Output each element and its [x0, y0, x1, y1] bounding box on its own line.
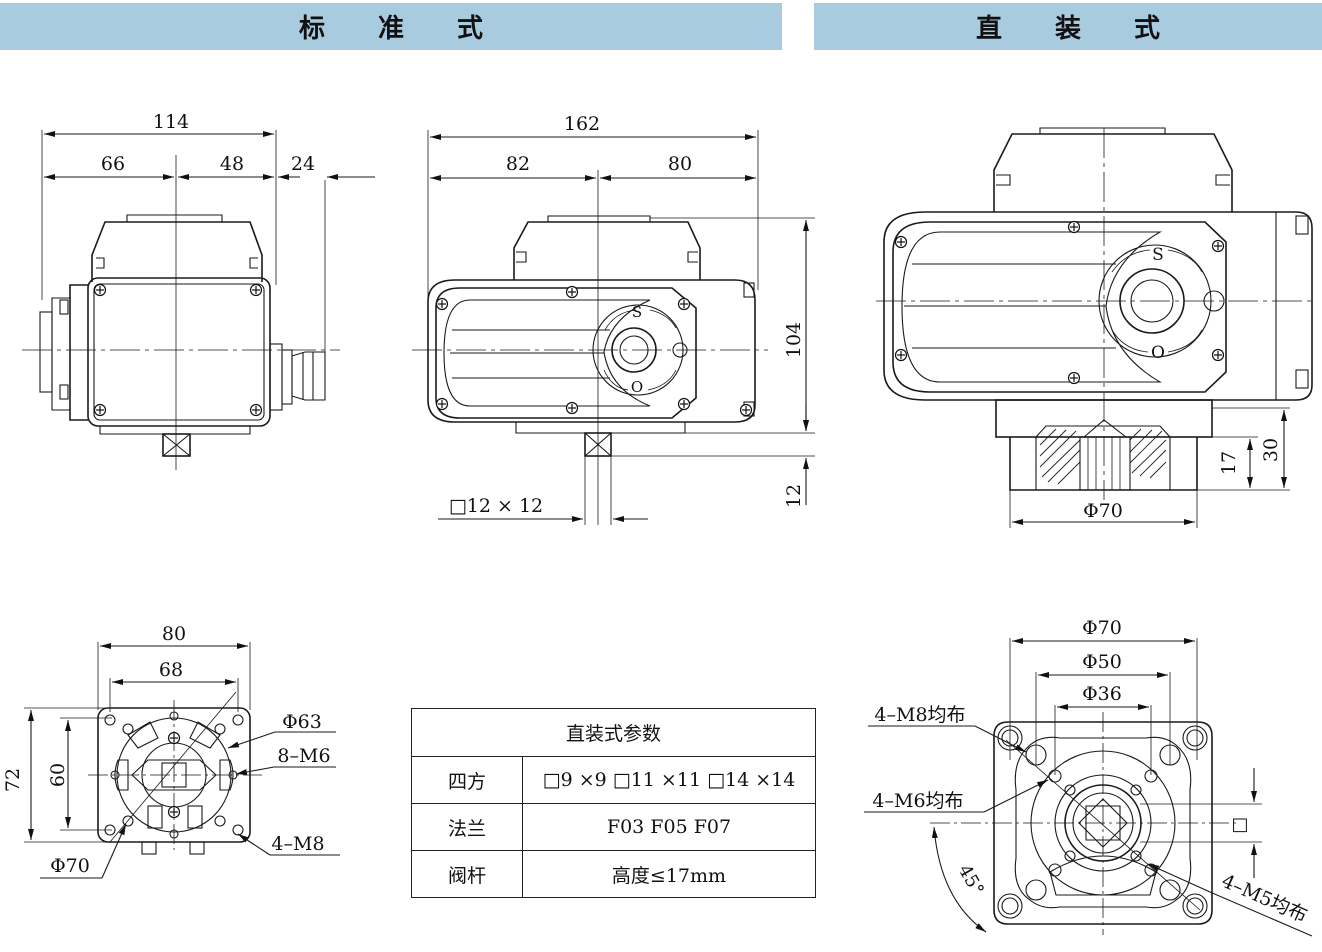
table-row: 法兰 F03 F05 F07 [411, 803, 816, 851]
table-key: 阀杆 [411, 850, 523, 898]
label-4-m8: 4–M8 [271, 833, 324, 855]
table-value: 高度≤17mm [522, 850, 816, 898]
label-8-m6: 8–M6 [277, 745, 330, 767]
dim-shaft-square: □12 × 12 [449, 495, 543, 517]
table-title: 直装式参数 [411, 708, 816, 757]
view-direct-side: S O [876, 127, 1316, 528]
dial-o-mark: O [631, 378, 643, 396]
view-direct-flange: Φ70 Φ50 Φ36 [864, 617, 1313, 937]
dial-s-mark-2: S [1152, 245, 1164, 265]
table-row: 四方 □9 ×9 □11 ×11 □14 ×14 [411, 756, 816, 804]
dim-30: 30 [1260, 438, 1282, 462]
dim-104: 104 [783, 322, 805, 358]
param-table: 直装式参数 四方 □9 ×9 □11 ×11 □14 ×14 法兰 F03 F0… [411, 708, 816, 898]
dim-b60: 60 [47, 763, 69, 787]
dim-48: 48 [220, 153, 244, 175]
dim-82: 82 [506, 153, 530, 175]
dim-b80: 80 [162, 623, 186, 645]
header-direct: 直 装 式 [814, 3, 1322, 50]
dim-f50: Φ50 [1082, 651, 1122, 673]
label-angle-45: 45° [954, 861, 988, 899]
label-phi63: Φ63 [282, 711, 322, 733]
dim-66: 66 [101, 153, 125, 175]
dim-162: 162 [564, 113, 600, 135]
table-value: □9 ×9 □11 ×11 □14 ×14 [522, 756, 816, 804]
dim-b68: 68 [159, 659, 183, 681]
dim-17: 17 [1218, 451, 1240, 475]
dim-114: 114 [153, 111, 189, 133]
label-4-m6-even: 4–M6均布 [872, 790, 963, 812]
dim-24: 24 [291, 153, 315, 175]
dim-b72: 72 [2, 768, 24, 792]
dim-phi70-side: Φ70 [1083, 500, 1123, 522]
label-4-m8-even: 4–M8均布 [874, 704, 965, 726]
view-standard-bottom: 80 68 72 60 [2, 623, 340, 879]
dim-12: 12 [783, 484, 805, 508]
label-4-m5-even: 4–M5均布 [1218, 870, 1310, 927]
dim-f70: Φ70 [1082, 617, 1122, 639]
dim-80: 80 [668, 153, 692, 175]
dial-s-mark: S [632, 303, 642, 321]
table-value: F03 F05 F07 [522, 803, 816, 851]
table-key: 四方 [411, 756, 523, 804]
dial-o-mark-2: O [1151, 343, 1165, 363]
table-title-row: 直装式参数 [411, 708, 816, 757]
header-standard: 标 准 式 [0, 3, 782, 50]
dim-f36: Φ36 [1082, 683, 1122, 705]
label-phi70-bottom: Φ70 [50, 855, 90, 877]
table-row: 阀杆 高度≤17mm [411, 850, 816, 898]
table-key: 法兰 [411, 803, 523, 851]
view-standard-front: 114 66 48 24 [22, 111, 375, 470]
label-square: □ [1231, 814, 1248, 835]
view-standard-side: 162 82 80 104 12 S O [412, 113, 815, 525]
